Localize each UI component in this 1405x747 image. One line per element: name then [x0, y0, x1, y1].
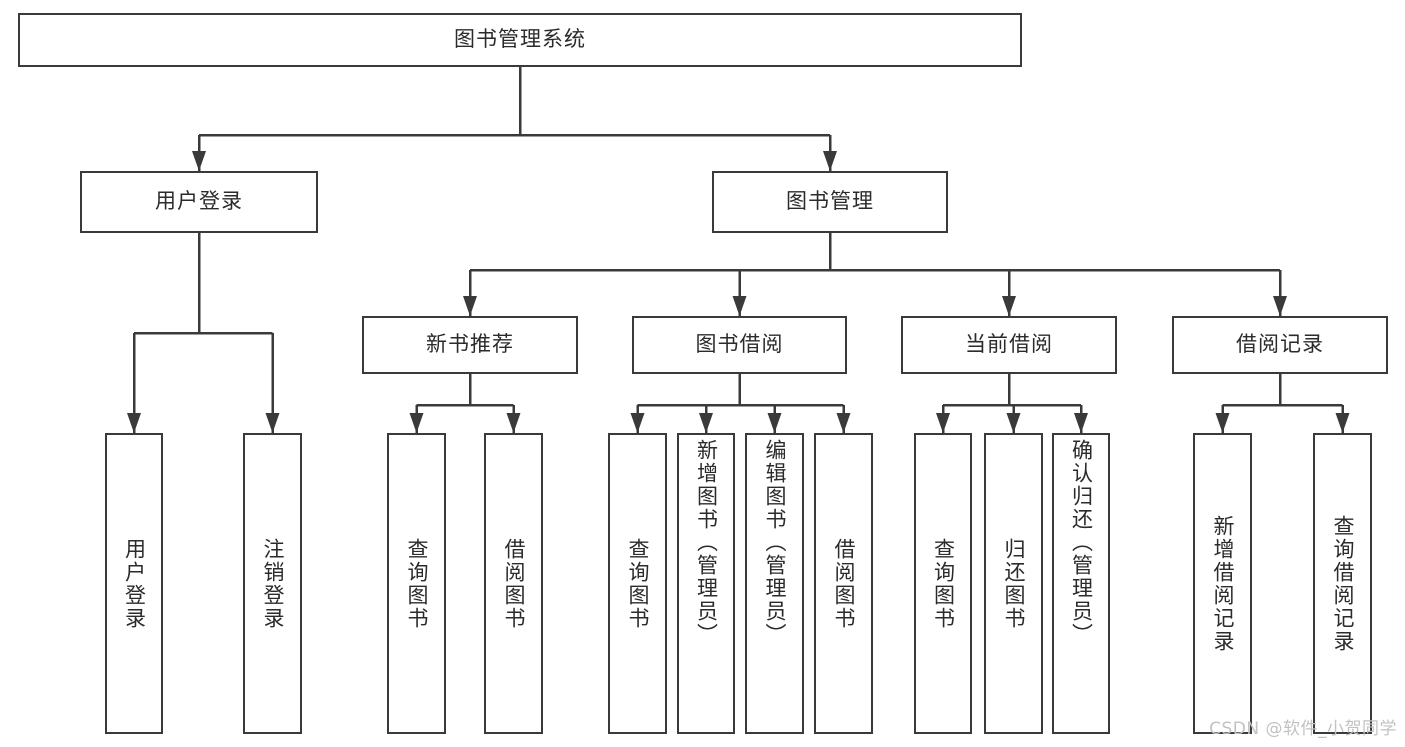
node-leaf-return-book[interactable]: 归还图书 [984, 433, 1043, 734]
node-label: 当前借阅 [965, 332, 1053, 357]
node-label: 归还图书 [1001, 537, 1026, 630]
node-borrow-record[interactable]: 借阅记录 [1172, 316, 1388, 374]
node-current-borrow[interactable]: 当前借阅 [901, 316, 1117, 374]
node-leaf-borrow-book[interactable]: 借阅图书 [814, 433, 873, 734]
node-leaf-add-book[interactable]: 新增图书（管理员） [677, 433, 735, 734]
node-new-book-recommend[interactable]: 新书推荐 [362, 316, 578, 374]
node-label: 借阅记录 [1236, 332, 1324, 357]
node-leaf-query-borrow-record[interactable]: 查询借阅记录 [1313, 433, 1372, 734]
node-leaf-borrow-book-recommend[interactable]: 借阅图书 [484, 433, 543, 734]
node-leaf-query-book-borrow[interactable]: 查询图书 [608, 433, 667, 734]
node-label: 查询图书 [404, 537, 429, 630]
node-leaf-confirm-return[interactable]: 确认归还（管理员） [1052, 433, 1110, 734]
node-leaf-user-login[interactable]: 用户登录 [105, 433, 163, 734]
node-label: 查询借阅记录 [1330, 514, 1355, 653]
node-leaf-edit-book[interactable]: 编辑图书（管理员） [745, 433, 804, 734]
node-leaf-query-book-recommend[interactable]: 查询图书 [387, 433, 446, 734]
node-label: 查询图书 [625, 537, 650, 630]
node-leaf-add-borrow-record[interactable]: 新增借阅记录 [1193, 433, 1252, 734]
node-label: 查询图书 [931, 537, 956, 630]
node-label: 编辑图书（管理员） [762, 439, 787, 646]
node-label: 图书借阅 [695, 332, 784, 357]
node-label: 图书管理 [786, 189, 874, 214]
node-label: 新增借阅记录 [1210, 514, 1235, 653]
node-label: 借阅图书 [831, 537, 856, 630]
node-book-borrow[interactable]: 图书借阅 [632, 316, 847, 374]
node-user-login[interactable]: 用户登录 [80, 171, 318, 233]
node-root[interactable]: 图书管理系统 [18, 13, 1022, 67]
node-leaf-user-logout[interactable]: 注销登录 [243, 433, 302, 734]
node-label: 确认归还（管理员） [1069, 439, 1094, 646]
node-label: 用户登录 [155, 189, 243, 214]
node-leaf-query-book-current[interactable]: 查询图书 [914, 433, 972, 734]
node-label: 新书推荐 [426, 332, 514, 357]
node-book-management[interactable]: 图书管理 [712, 171, 948, 233]
node-label: 用户登录 [122, 537, 147, 630]
node-label: 借阅图书 [501, 537, 526, 630]
node-label: 图书管理系统 [454, 27, 586, 52]
node-label: 新增图书（管理员） [694, 439, 719, 646]
node-label: 注销登录 [260, 537, 285, 630]
watermark-label: CSDN @软件_小贺同学 [1209, 719, 1397, 739]
